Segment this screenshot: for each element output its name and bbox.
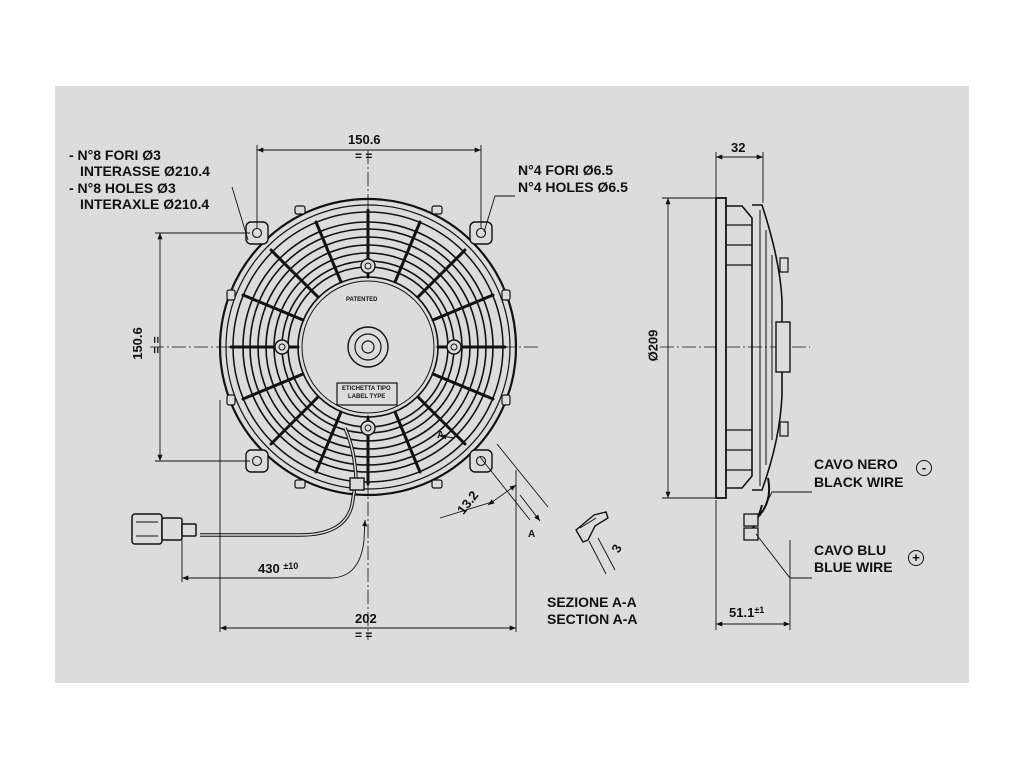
note-8-holes-it: - N°8 FORI Ø3 [69,147,161,163]
side-view [660,197,810,541]
front-view [131,150,540,640]
black-wire-label-it: CAVO NERO [814,456,898,472]
etichetta-label: ETICHETTA TIPO [342,386,391,392]
note-interaxle-it: INTERASSE Ø210.4 [80,163,210,179]
black-wire-label-en: BLACK WIRE [814,474,904,490]
plus-icon: + [908,550,924,566]
dim-bottom-width: 202 [355,611,377,626]
dim-depth: 32 [731,140,746,155]
blue-wire-label-en: BLUE WIRE [814,559,893,575]
side-dimensions [662,152,812,630]
section-mark-a-top: A [437,430,445,441]
note-8-holes-en: - N°8 HOLES Ø3 [69,180,176,196]
dim-cable-length: 430 ±10 [258,561,299,576]
section-label-en: SECTION A-A [547,611,638,627]
patented-label: PATENTED [346,297,378,303]
dim-left-equal: = = [149,336,164,354]
front-dimensions [155,145,549,632]
dim-wire-offset: 51.1±1 [729,605,765,620]
note-4-holes-en: N°4 HOLES Ø6.5 [518,179,628,195]
note-interaxle-en: INTERAXLE Ø210.4 [80,196,210,212]
label-type-label: LABEL TYPE [348,394,386,400]
dim-top-equal: = = [355,149,373,163]
section-a-a [575,511,616,575]
dim-top-width: 150.6 [348,132,381,147]
note-4-holes-it: N°4 FORI Ø6.5 [518,162,614,178]
dim-bottom-equal: = = [355,628,373,642]
minus-icon: - [916,460,932,476]
dim-left-height: 150.6 [129,327,145,360]
dim-diameter: Ø209 [645,329,661,362]
section-mark-a: A [528,529,536,540]
blue-wire-label-it: CAVO BLU [814,542,887,558]
section-label-it: SEZIONE A-A [547,594,637,610]
